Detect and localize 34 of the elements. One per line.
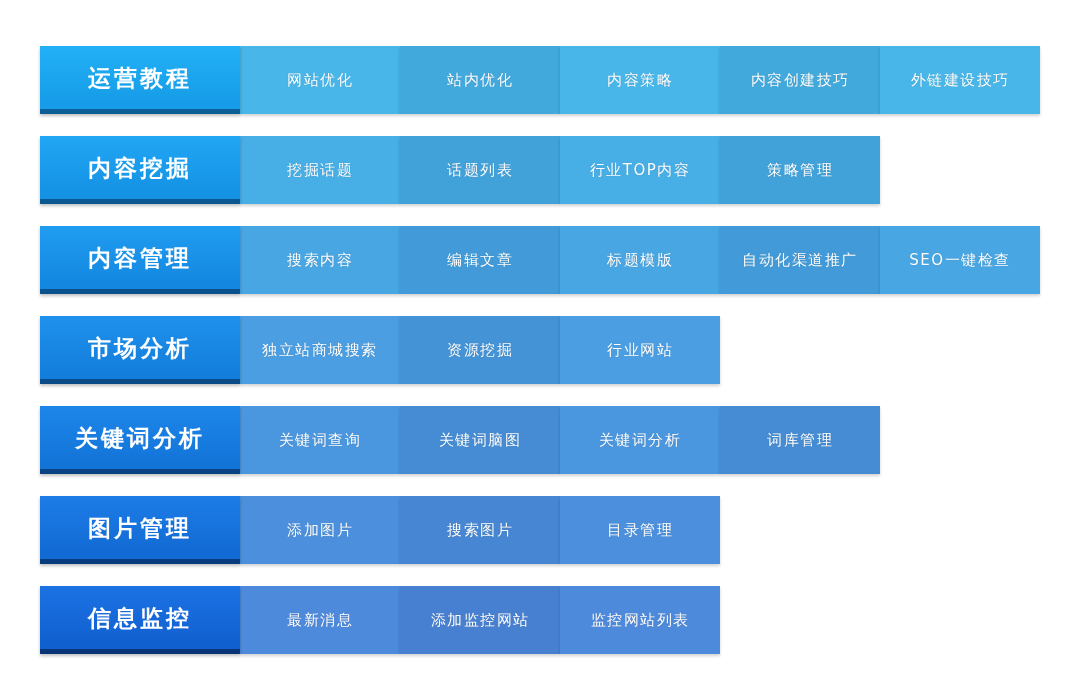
feature-tile: 搜索图片 [400, 496, 560, 564]
category-header: 运营教程 [40, 46, 240, 114]
feature-tile: 关键词分析 [560, 406, 720, 474]
feature-tile: 添加监控网站 [400, 586, 560, 654]
feature-tile: 词库管理 [720, 406, 880, 474]
feature-tile: 内容策略 [560, 46, 720, 114]
feature-tile: 话题列表 [400, 136, 560, 204]
feature-tile: 目录管理 [560, 496, 720, 564]
feature-tile: 独立站商城搜索 [240, 316, 400, 384]
category-header: 市场分析 [40, 316, 240, 384]
category-header: 内容管理 [40, 226, 240, 294]
feature-tile: 关键词查询 [240, 406, 400, 474]
feature-tile: 添加图片 [240, 496, 400, 564]
feature-tile: 策略管理 [720, 136, 880, 204]
feature-tile: 行业网站 [560, 316, 720, 384]
category-header: 信息监控 [40, 586, 240, 654]
feature-tile: 挖掘话题 [240, 136, 400, 204]
feature-tile: 最新消息 [240, 586, 400, 654]
feature-tile: 搜索内容 [240, 226, 400, 294]
feature-tile: 关键词脑图 [400, 406, 560, 474]
category-header: 内容挖掘 [40, 136, 240, 204]
feature-tile: 外链建设技巧 [880, 46, 1040, 114]
feature-tile: 行业TOP内容 [560, 136, 720, 204]
category-header: 关键词分析 [40, 406, 240, 474]
feature-tile: 自动化渠道推广 [720, 226, 880, 294]
feature-tile: 编辑文章 [400, 226, 560, 294]
feature-tile: 资源挖掘 [400, 316, 560, 384]
feature-tile: SEO一键检查 [880, 226, 1040, 294]
feature-tile: 站内优化 [400, 46, 560, 114]
feature-tile: 监控网站列表 [560, 586, 720, 654]
feature-tile: 内容创建技巧 [720, 46, 880, 114]
feature-tile: 标题模版 [560, 226, 720, 294]
feature-tile: 网站优化 [240, 46, 400, 114]
category-header: 图片管理 [40, 496, 240, 564]
